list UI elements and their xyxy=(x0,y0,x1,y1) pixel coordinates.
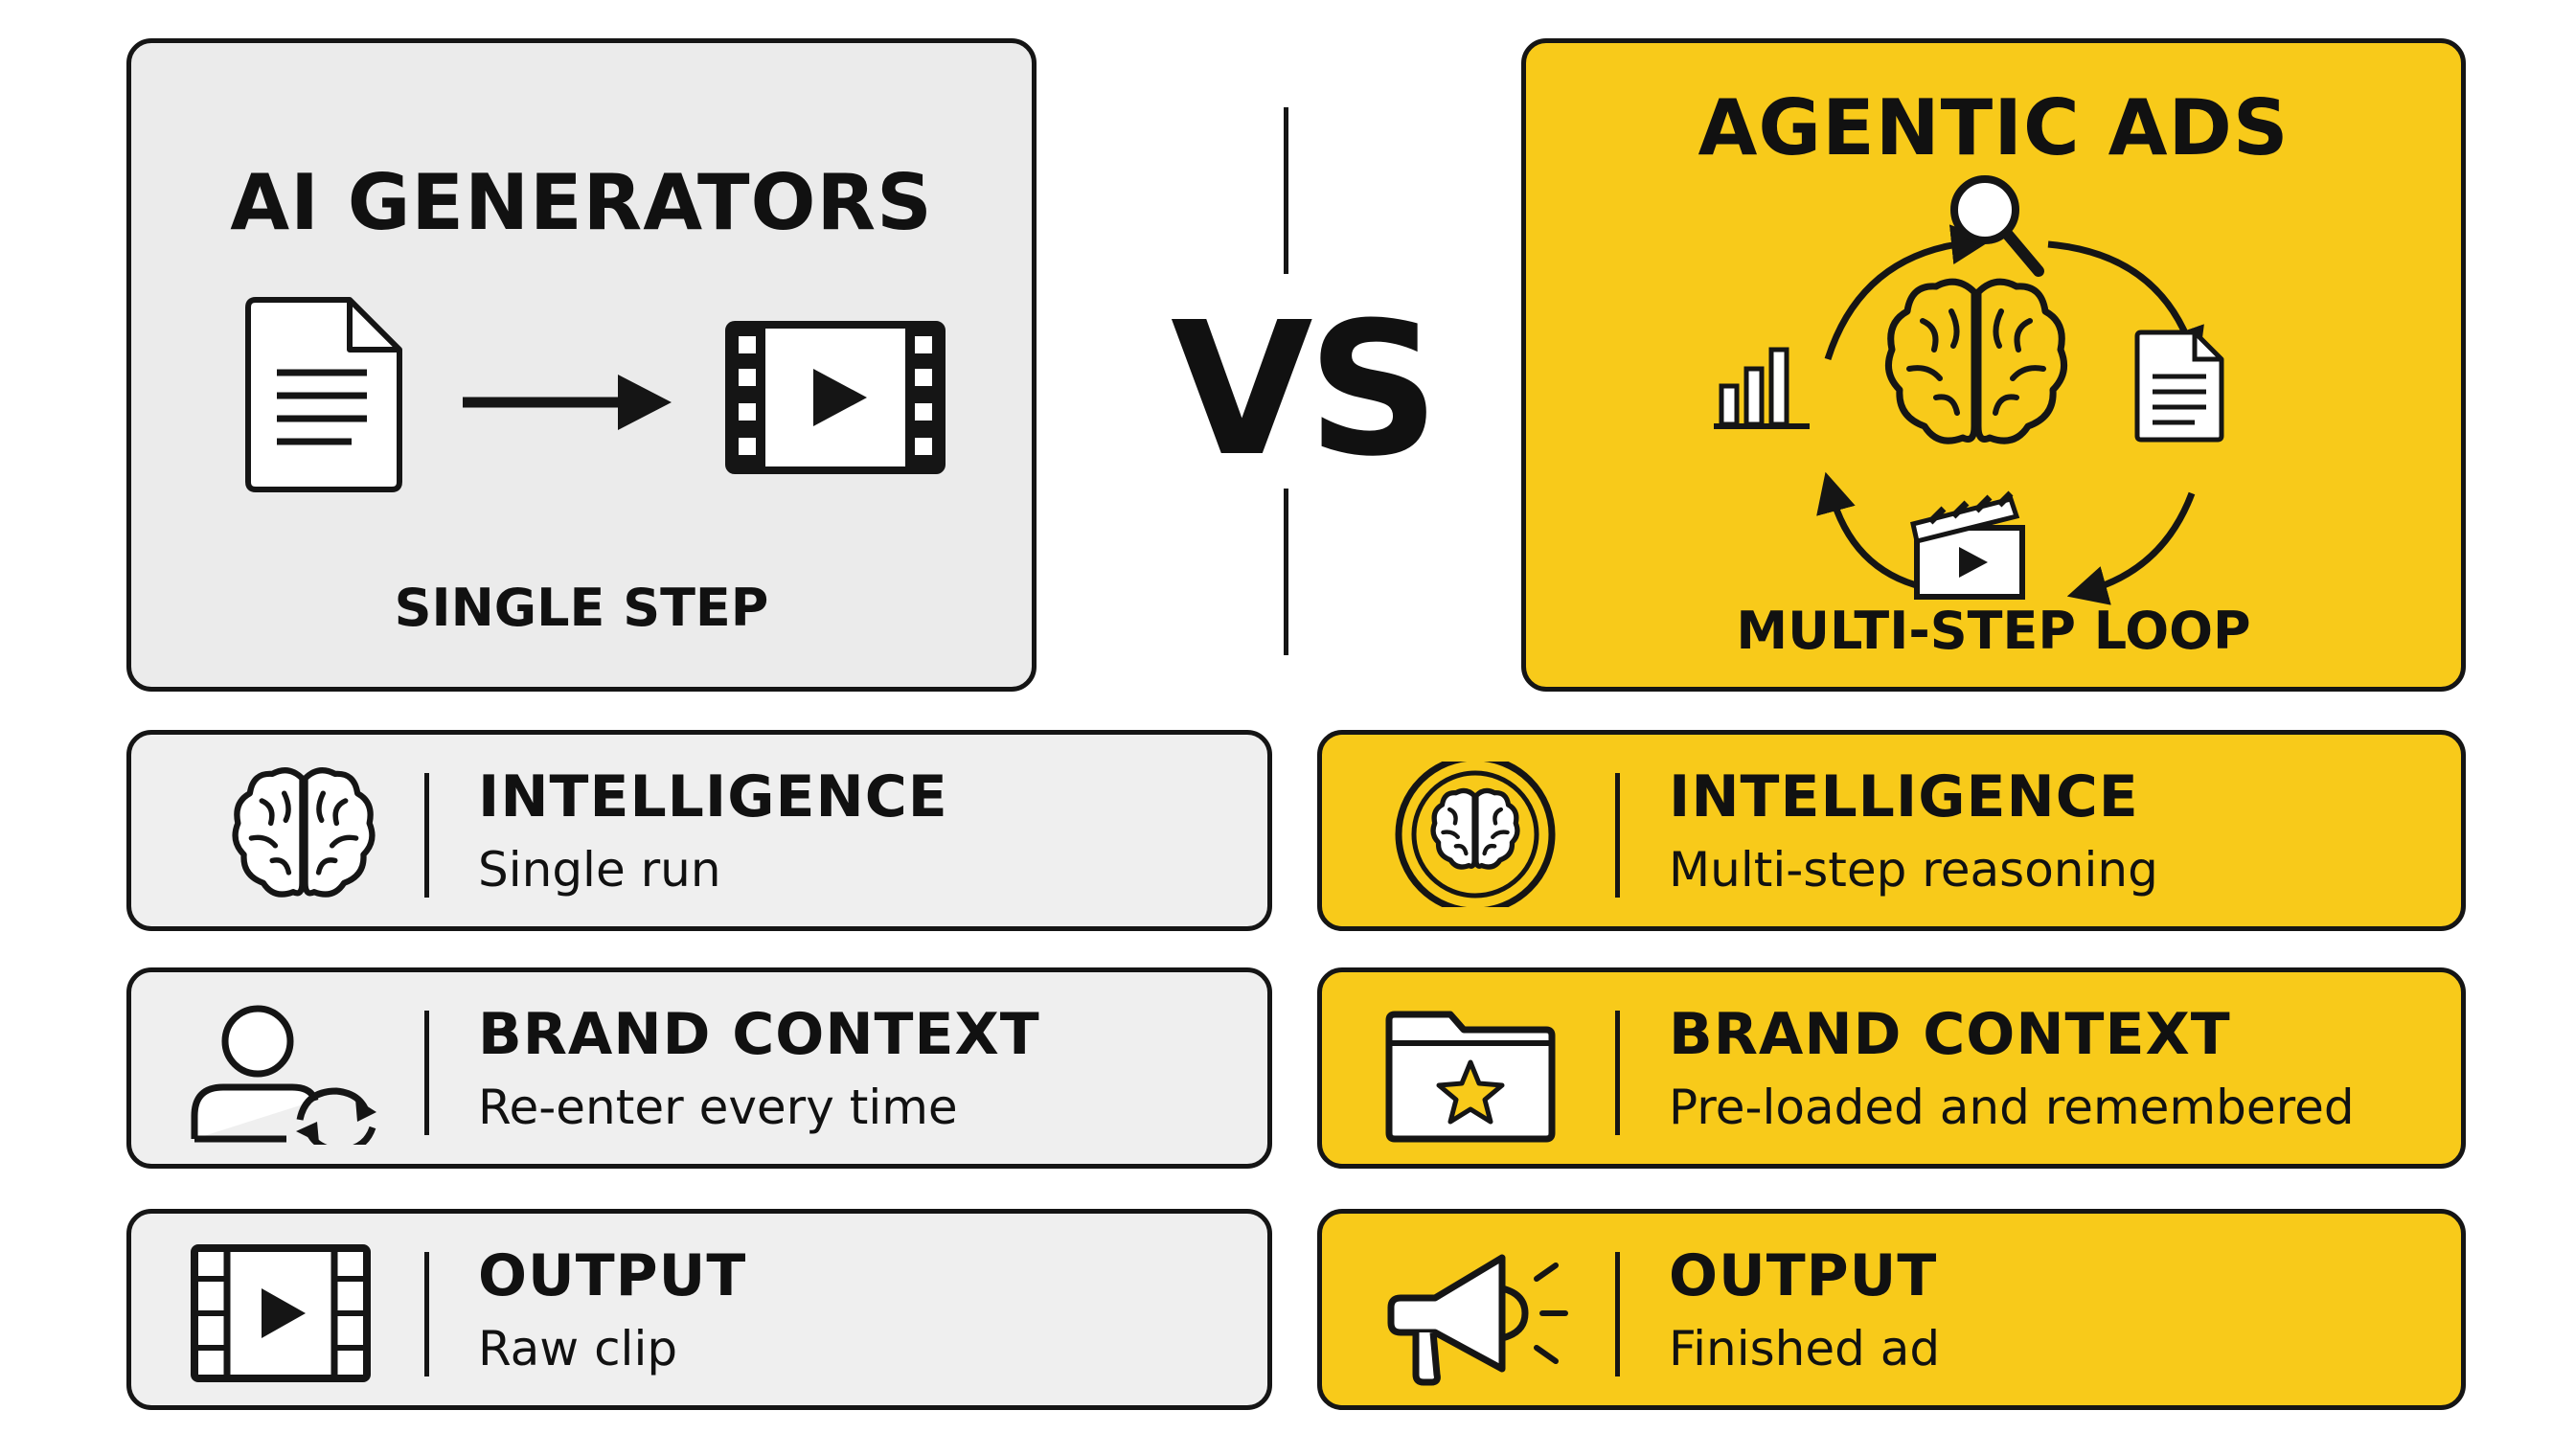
left-row-intelligence: INTELLIGENCE Single run xyxy=(126,730,1272,931)
row-desc: Multi-step reasoning xyxy=(1669,842,2158,898)
row-desc: Single run xyxy=(478,842,721,898)
agentic-ads-title: AGENTIC ADS xyxy=(1698,83,2290,172)
divider-top xyxy=(1284,107,1288,274)
brain-icon xyxy=(232,767,376,898)
row-title: BRAND CONTEXT xyxy=(1669,1001,2231,1068)
row-title: OUTPUT xyxy=(478,1242,747,1309)
row-desc: Re-enter every time xyxy=(478,1080,958,1135)
multi-step-loop-label: MULTI-STEP LOOP xyxy=(1736,601,2251,661)
brain-icon xyxy=(1884,278,2068,444)
divider-bottom xyxy=(1284,489,1288,655)
row-desc: Pre-loaded and remembered xyxy=(1669,1080,2355,1135)
folder-star-icon xyxy=(1385,1011,1556,1143)
left-row-brand-context: BRAND CONTEXT Re-enter every time xyxy=(126,967,1272,1169)
single-step-label: SINGLE STEP xyxy=(394,578,769,638)
vs-label: VS xyxy=(1171,284,1440,497)
row-title: INTELLIGENCE xyxy=(478,763,948,830)
video-film-icon xyxy=(725,321,946,474)
ai-generators-panel: AI GENERATORS SINGLE STEP xyxy=(126,38,1037,692)
row-divider xyxy=(424,773,429,898)
row-desc: Raw clip xyxy=(478,1321,678,1376)
document-icon xyxy=(2134,330,2224,443)
row-divider xyxy=(1615,1252,1620,1376)
brain-circle-icon xyxy=(1395,762,1556,907)
magnifier-icon xyxy=(1950,175,2044,277)
cycle-arrows-icon xyxy=(1816,224,2204,605)
document-icon xyxy=(245,297,402,492)
video-film-icon xyxy=(191,1244,371,1382)
right-row-intelligence: INTELLIGENCE Multi-step reasoning xyxy=(1317,730,2466,931)
row-title: OUTPUT xyxy=(1669,1242,1938,1309)
row-title: BRAND CONTEXT xyxy=(478,1001,1040,1068)
right-row-output: OUTPUT Finished ad xyxy=(1317,1209,2466,1410)
right-row-brand-context: BRAND CONTEXT Pre-loaded and remembered xyxy=(1317,967,2466,1169)
row-divider xyxy=(1615,1011,1620,1135)
agentic-ads-panel: AGENTIC ADS xyxy=(1521,38,2466,692)
row-title: INTELLIGENCE xyxy=(1669,763,2139,830)
bar-chart-icon xyxy=(1714,347,1810,429)
left-row-output: OUTPUT Raw clip xyxy=(126,1209,1272,1410)
row-divider xyxy=(1615,773,1620,898)
user-refresh-icon xyxy=(191,1005,376,1145)
row-divider xyxy=(424,1011,429,1135)
ai-generators-title: AI GENERATORS xyxy=(230,158,933,247)
megaphone-icon xyxy=(1387,1254,1568,1386)
row-divider xyxy=(424,1252,429,1376)
row-desc: Finished ad xyxy=(1669,1321,1941,1376)
arrow-right-icon xyxy=(463,375,672,430)
clapperboard-icon xyxy=(1910,490,2025,600)
